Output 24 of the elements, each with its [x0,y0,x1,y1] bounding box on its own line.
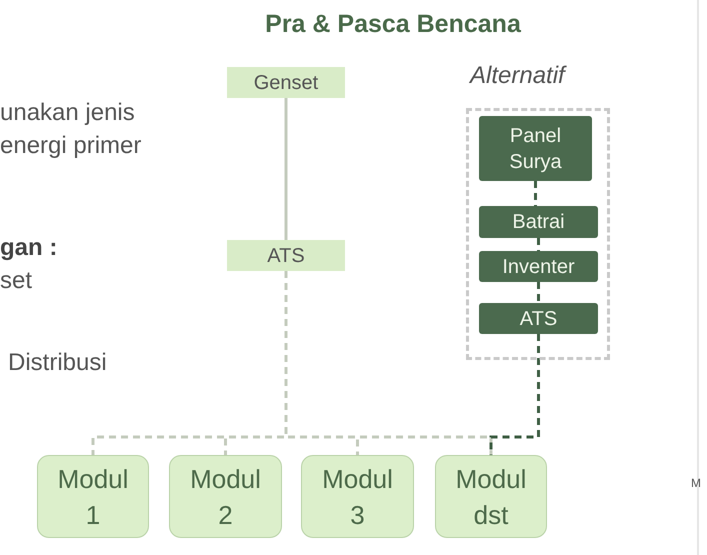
module-box: Modul 2 [169,455,282,538]
body-text: M [691,475,701,492]
process-box: ATS [227,240,345,271]
process-box: Inventer [479,251,598,282]
module-box: Modul dst [435,455,547,538]
title: Pra & Pasca Bencana [264,9,522,40]
process-box: Batrai [479,206,598,238]
body-text: energi primer [0,131,142,161]
connector-line [534,181,537,206]
connector-line [490,334,540,455]
connector-line [284,271,492,455]
process-box: ATS [479,303,598,334]
group-heading: Alternatif [470,61,565,91]
process-box: Panel Surya [479,116,592,181]
heading-text: gan : [0,233,58,263]
body-text: set [0,266,32,296]
connector-line [537,238,540,251]
process-box: Genset [227,67,345,98]
module-box: Modul 3 [301,455,414,538]
connector-line [537,282,540,303]
module-box: Modul 1 [37,455,149,538]
body-text: Distribusi [8,348,107,378]
connector-line [284,98,288,240]
body-text: unakan jenis [0,98,135,128]
